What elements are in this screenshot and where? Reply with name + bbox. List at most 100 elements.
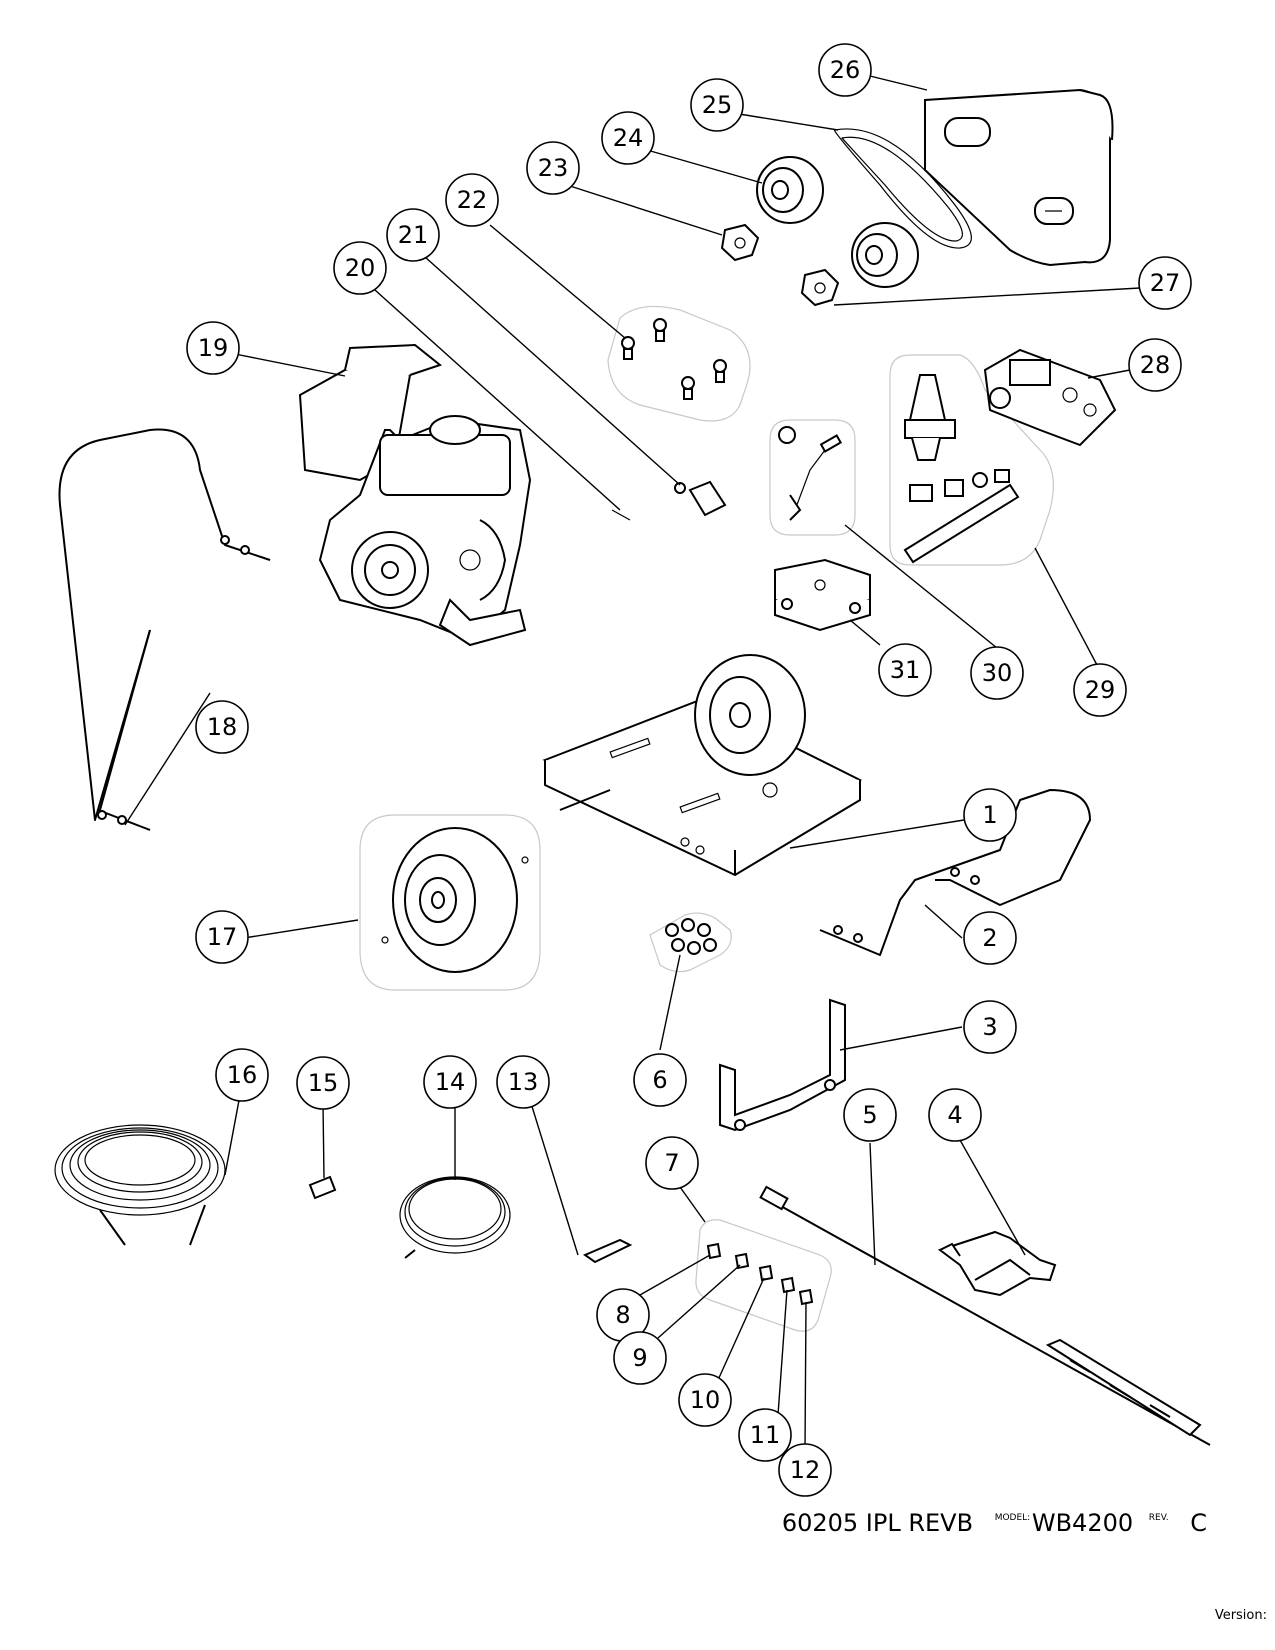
- fitting-part: [308, 1175, 337, 1200]
- callout-25: 25: [690, 78, 744, 132]
- bolt-set-part: [621, 318, 727, 400]
- svg-text:10: 10: [690, 1386, 721, 1414]
- callout-2: 2: [963, 911, 1017, 965]
- bushing-23-part: [720, 223, 760, 262]
- belt-guard-part: [924, 88, 1114, 267]
- pump-part: [983, 348, 1117, 447]
- nut-set-part: [665, 918, 717, 955]
- high-pressure-hose-part: [54, 1124, 226, 1246]
- svg-text:27: 27: [1150, 269, 1181, 297]
- svg-text:4: 4: [947, 1101, 962, 1129]
- callout-5: 5: [843, 1088, 897, 1142]
- trigger-gun-part: [937, 1230, 1057, 1297]
- callout-3: 3: [963, 1000, 1017, 1054]
- pulley-large-part: [756, 156, 824, 224]
- nozzle-set-part: [706, 1242, 814, 1306]
- callout-18: 18: [195, 700, 249, 754]
- callout-20: 20: [333, 241, 387, 295]
- model-value: WB4200: [1031, 1509, 1134, 1537]
- svg-text:14: 14: [435, 1068, 466, 1096]
- svg-text:22: 22: [457, 186, 488, 214]
- callout-7: 7: [645, 1136, 699, 1190]
- svg-text:25: 25: [702, 91, 733, 119]
- mount-bracket-part: [774, 558, 871, 632]
- callout-26: 26: [818, 43, 872, 97]
- belt-part: [833, 128, 972, 249]
- coiled-tube-part: [399, 1176, 511, 1259]
- callout-21: 21: [386, 208, 440, 262]
- callout-10: 10: [678, 1373, 732, 1427]
- footer-title-block: 60205 IPL REVB MODEL: WB4200 REV. C: [782, 1509, 1207, 1537]
- bushing-27-part: [800, 268, 840, 307]
- svg-text:21: 21: [398, 221, 429, 249]
- svg-text:2: 2: [982, 924, 997, 952]
- callout-27: 27: [1138, 256, 1192, 310]
- svg-text:30: 30: [982, 659, 1013, 687]
- pulley-small-part: [851, 222, 919, 288]
- svg-text:16: 16: [227, 1061, 258, 1089]
- svg-text:9: 9: [632, 1344, 647, 1372]
- svg-text:1: 1: [982, 801, 997, 829]
- svg-text:17: 17: [207, 923, 238, 951]
- hose-bracket-part: [719, 998, 846, 1132]
- version-label: Version:: [1214, 1608, 1267, 1623]
- svg-text:3: 3: [982, 1013, 997, 1041]
- group-outline-22: [607, 305, 751, 422]
- svg-text:7: 7: [664, 1149, 679, 1177]
- callout-14: 14: [423, 1055, 477, 1109]
- callout-4: 4: [928, 1088, 982, 1142]
- svg-text:18: 18: [207, 713, 238, 741]
- callout-9: 9: [613, 1331, 667, 1385]
- wheel-part: [381, 827, 529, 973]
- callout-13: 13: [496, 1055, 550, 1109]
- callout-29: 29: [1073, 663, 1127, 717]
- callout-16: 16: [215, 1048, 269, 1102]
- engine-part: [298, 343, 532, 647]
- revision-block: REV. C: [1149, 1509, 1207, 1537]
- callout-6: 6: [633, 1053, 687, 1107]
- callout-24: 24: [601, 111, 655, 165]
- callout-22: 22: [445, 173, 499, 227]
- callout-31: 31: [878, 643, 932, 697]
- svg-text:28: 28: [1140, 351, 1171, 379]
- callout-19: 19: [186, 321, 240, 375]
- model-label: MODEL:: [994, 1513, 1031, 1523]
- callout-12: 12: [778, 1443, 832, 1497]
- svg-text:11: 11: [750, 1421, 781, 1449]
- handle-right-part: [819, 789, 1091, 956]
- svg-text:19: 19: [198, 334, 229, 362]
- callout-17: 17: [195, 910, 249, 964]
- svg-text:5: 5: [862, 1101, 877, 1129]
- leader-lines: [124, 75, 1141, 1451]
- svg-text:29: 29: [1085, 676, 1116, 704]
- frame-part: [542, 698, 863, 877]
- callout-23: 23: [526, 141, 580, 195]
- svg-text:26: 26: [830, 56, 861, 84]
- svg-text:31: 31: [890, 656, 921, 684]
- callout-11: 11: [738, 1408, 792, 1462]
- key-part: [611, 509, 631, 521]
- svg-text:24: 24: [613, 124, 644, 152]
- svg-text:8: 8: [615, 1301, 630, 1329]
- model-block: MODEL: WB4200: [989, 1509, 1141, 1537]
- switch-part: [674, 480, 727, 517]
- revision-value: C: [1190, 1509, 1207, 1537]
- callout-30: 30: [970, 646, 1024, 700]
- callout-1: 1: [963, 788, 1017, 842]
- callout-28: 28: [1128, 338, 1182, 392]
- svg-text:15: 15: [308, 1069, 339, 1097]
- callouts: 1 2 3 4 5 6 7 8 9 10 11 12 13 14 15 16 1…: [186, 43, 1192, 1497]
- tag-part: [582, 1238, 633, 1264]
- document-number: 60205 IPL REVB: [781, 1509, 974, 1537]
- revision-label: REV.: [1148, 1513, 1169, 1523]
- rear-wheel-part: [694, 654, 806, 776]
- svg-text:13: 13: [508, 1068, 539, 1096]
- throttle-spring-part: [778, 426, 843, 521]
- svg-text:12: 12: [790, 1456, 821, 1484]
- handle-left-part: [58, 428, 271, 831]
- lance-part: [759, 1185, 1211, 1446]
- svg-text:23: 23: [538, 154, 569, 182]
- unloader-kit-part: [903, 374, 1020, 564]
- callout-15: 15: [296, 1056, 350, 1110]
